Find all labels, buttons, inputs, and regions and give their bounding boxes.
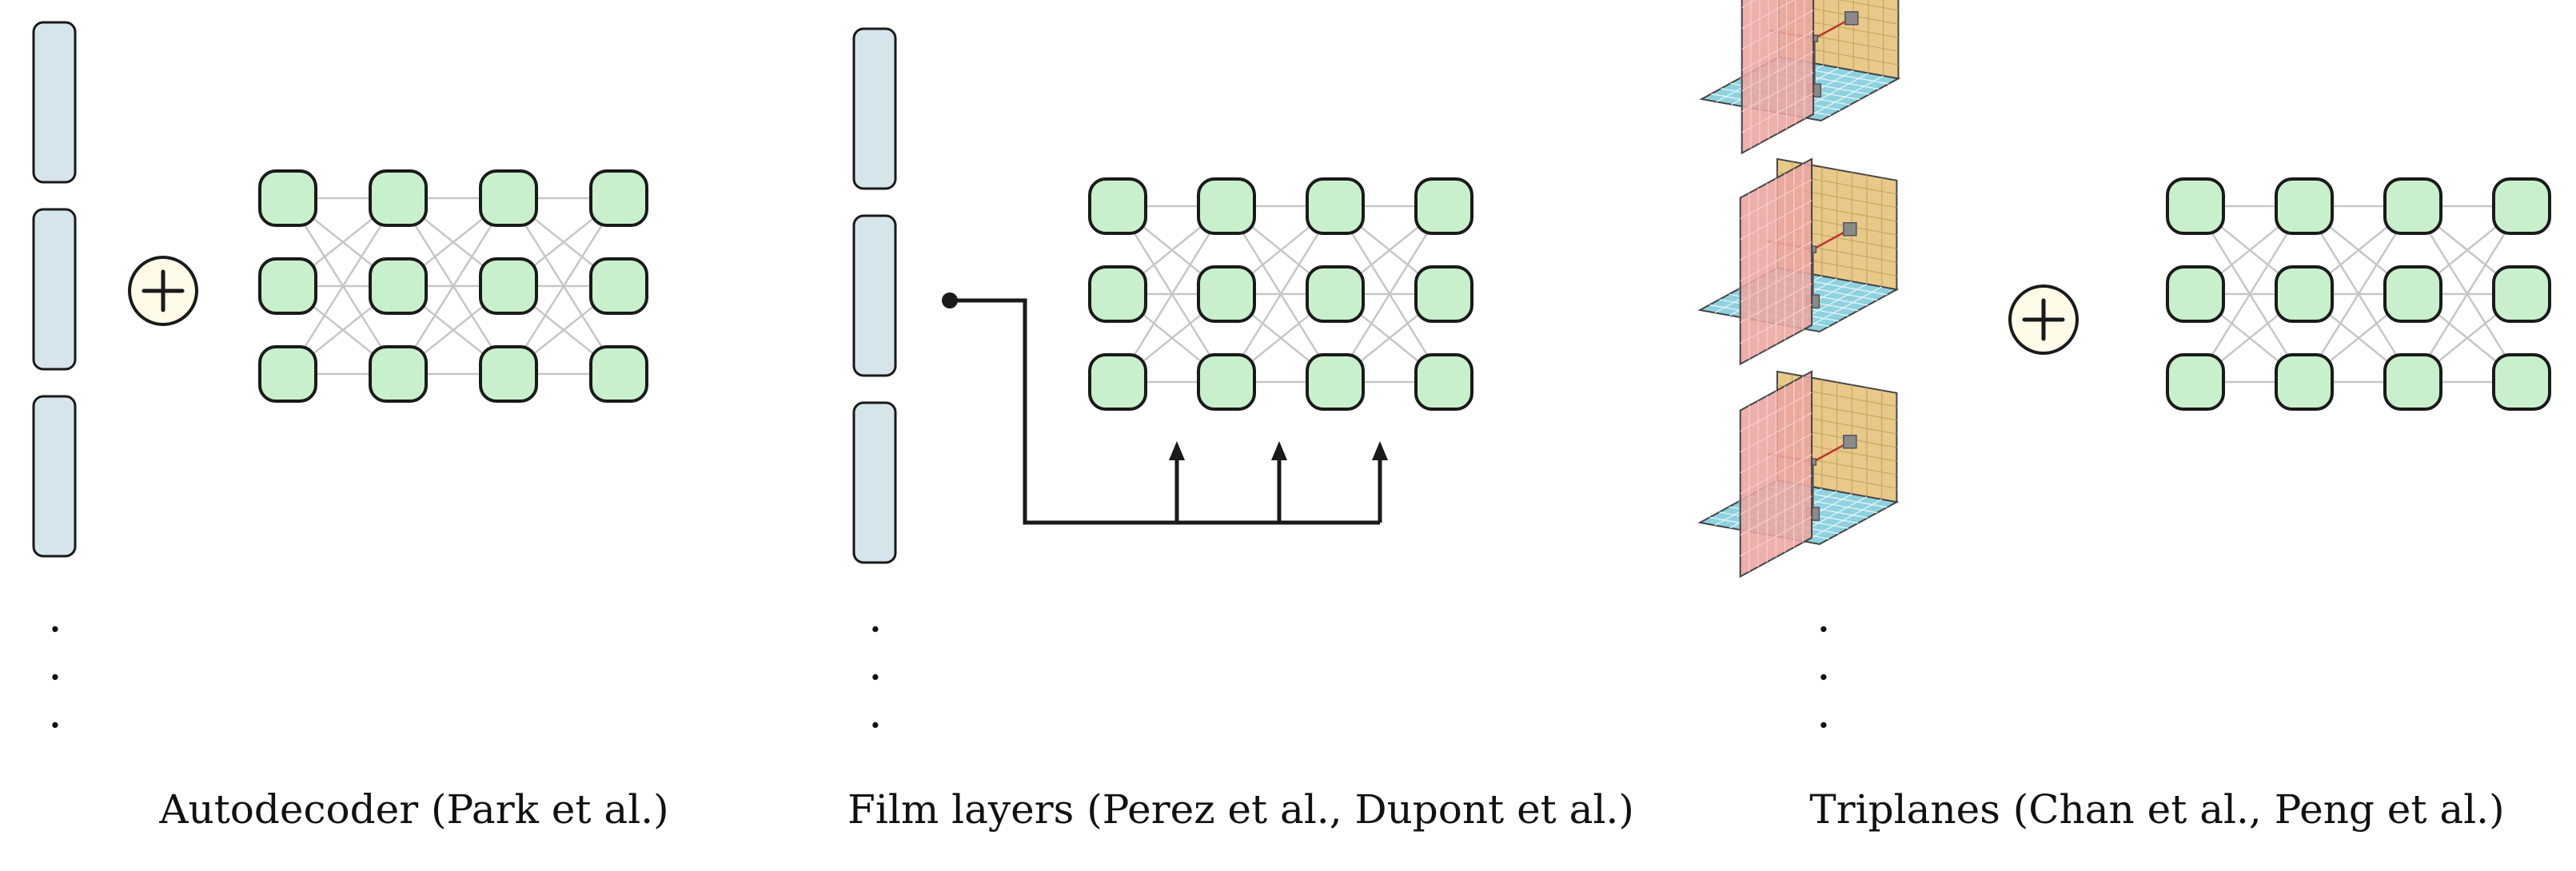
network-neuron xyxy=(589,257,648,315)
network-neuron xyxy=(2275,265,2334,323)
caption-triplanes: Triplanes (Chan et al., Peng et al.) xyxy=(1809,786,2504,833)
network-edge xyxy=(286,197,400,375)
mlp-network xyxy=(258,169,648,403)
latent-code-1 xyxy=(32,21,77,184)
network-neuron xyxy=(1414,353,1473,411)
latent-code-2 xyxy=(32,208,77,371)
ellipsis-dots: . xyxy=(868,591,883,642)
network-neuron xyxy=(1414,177,1473,235)
plus-icon xyxy=(2008,284,2079,355)
mlp-network xyxy=(1088,177,1473,411)
network-edge xyxy=(1225,205,1337,383)
network-neuron xyxy=(1088,177,1147,235)
caption-film: Film layers (Perez et al., Dupont et al.… xyxy=(847,786,1634,833)
network-neuron xyxy=(1088,353,1147,411)
network-neuron xyxy=(479,169,538,227)
network-edge xyxy=(1334,205,1446,383)
network-neuron xyxy=(479,257,538,315)
latent-code-1 xyxy=(852,27,897,190)
latent-code-3 xyxy=(32,395,77,558)
probe-point xyxy=(1765,222,1857,308)
network-neuron xyxy=(2275,353,2334,411)
network-edge xyxy=(507,197,620,375)
arrow-up-icon xyxy=(1169,441,1185,460)
network-neuron xyxy=(2383,265,2442,323)
network-edge xyxy=(2303,205,2415,383)
network-neuron xyxy=(369,257,428,315)
triplane-icon xyxy=(1699,0,1901,155)
network-neuron xyxy=(589,345,648,403)
network-neuron xyxy=(1197,177,1256,235)
latent-code-2 xyxy=(852,214,897,377)
network-neuron xyxy=(1088,265,1147,323)
triplanes-panel: . . . Triplanes (Chan et al., Peng et al… xyxy=(1697,0,2551,833)
triplane-icon xyxy=(1697,157,1900,366)
network-neuron xyxy=(369,345,428,403)
network-neuron xyxy=(1197,353,1256,411)
network-neuron xyxy=(1306,353,1365,411)
network-neuron xyxy=(1306,265,1365,323)
film-panel: . . . Film layers (Perez et al., Dupont … xyxy=(847,27,1634,833)
network-edge xyxy=(397,197,510,375)
ellipsis-dots: . xyxy=(868,638,883,690)
network-neuron xyxy=(369,169,428,227)
film-conditioning-path xyxy=(942,292,1388,525)
ellipsis-dots: . xyxy=(1816,638,1831,690)
network-neuron xyxy=(2275,177,2334,235)
ellipsis-dots: . xyxy=(1816,591,1831,642)
ellipsis-dots: . xyxy=(48,686,62,738)
network-neuron xyxy=(589,169,648,227)
network-neuron xyxy=(258,257,317,315)
yz-plane xyxy=(1741,0,1815,155)
arrow-up-icon xyxy=(1271,441,1287,460)
network-edge xyxy=(2194,205,2306,383)
autodecoder-panel: . . . Autodecoder (Park et al.) xyxy=(32,21,669,833)
latent-code-stack: . . . xyxy=(32,21,77,738)
latent-code-stack: . . . xyxy=(852,27,897,738)
triplane-stack: . . . xyxy=(1697,0,1901,738)
network-neuron xyxy=(1414,265,1473,323)
network-neuron xyxy=(1306,177,1365,235)
network-neuron xyxy=(1197,265,1256,323)
yz-plane xyxy=(1739,157,1813,366)
network-neuron xyxy=(258,169,317,227)
network-neuron xyxy=(2166,353,2225,411)
network-neuron xyxy=(2166,265,2225,323)
ellipsis-dots: . xyxy=(868,686,883,738)
arrow-up-icon xyxy=(1372,441,1388,460)
network-neuron xyxy=(2492,265,2551,323)
network-edges xyxy=(2194,205,2523,384)
ellipsis-dots: . xyxy=(1816,686,1831,738)
network-neuron xyxy=(2166,177,2225,235)
latent-code-3 xyxy=(852,401,897,564)
network-edge xyxy=(2411,205,2523,383)
yz-plane xyxy=(1739,370,1813,579)
network-edges xyxy=(1116,205,1446,384)
ellipsis-dots: . xyxy=(48,591,62,642)
network-edge xyxy=(1116,205,1228,383)
network-neuron xyxy=(2492,353,2551,411)
network-neuron xyxy=(2383,353,2442,411)
caption-autodecoder: Autodecoder (Park et al.) xyxy=(158,786,668,833)
network-neuron xyxy=(2383,177,2442,235)
network-edges xyxy=(286,197,620,376)
network-neuron xyxy=(2492,177,2551,235)
triplane-icon xyxy=(1697,370,1900,579)
network-neuron xyxy=(258,345,317,403)
ellipsis-dots: . xyxy=(48,638,62,690)
plus-icon xyxy=(128,256,198,326)
mlp-network xyxy=(2166,177,2551,411)
network-neuron xyxy=(479,345,538,403)
